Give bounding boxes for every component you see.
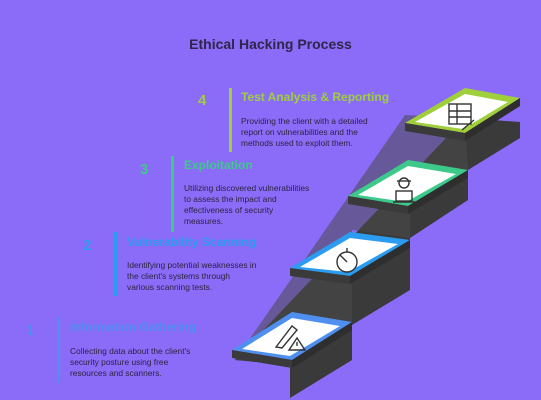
step-3-number: 3 [140, 161, 149, 178]
diagram-title: Ethical Hacking Process [189, 36, 352, 52]
report-chart-icon [448, 103, 475, 131]
knife-warning-icon [274, 325, 307, 351]
step-2-description: Identifying potential weaknesses in the … [127, 260, 257, 292]
radar-scan-icon [336, 248, 358, 273]
step-1-bar [57, 317, 60, 383]
step-3-title: Exploitation [184, 158, 253, 172]
step-1-description: Collecting data about the client's secur… [70, 346, 191, 378]
step-4-bar [229, 88, 232, 152]
hacker-laptop-icon [393, 177, 415, 203]
step-3-bar [171, 156, 174, 232]
step-2-bar [114, 232, 117, 296]
step-4-description: Providing the client with a detailed rep… [241, 116, 368, 148]
step-2-platform [290, 232, 410, 284]
step-2-title: Vulnerability Scanning [127, 235, 256, 249]
step-1-title: Information Gathering [70, 320, 196, 334]
step-4-title: Test Analysis & Reporting [241, 90, 390, 104]
step-3-description: Utilizing discovered vulnerabilities to … [184, 183, 310, 226]
step-2-number: 2 [83, 237, 92, 254]
step-3-platform [348, 160, 468, 214]
step-4-number: 4 [198, 92, 207, 109]
step-1-number: 1 [26, 322, 35, 339]
